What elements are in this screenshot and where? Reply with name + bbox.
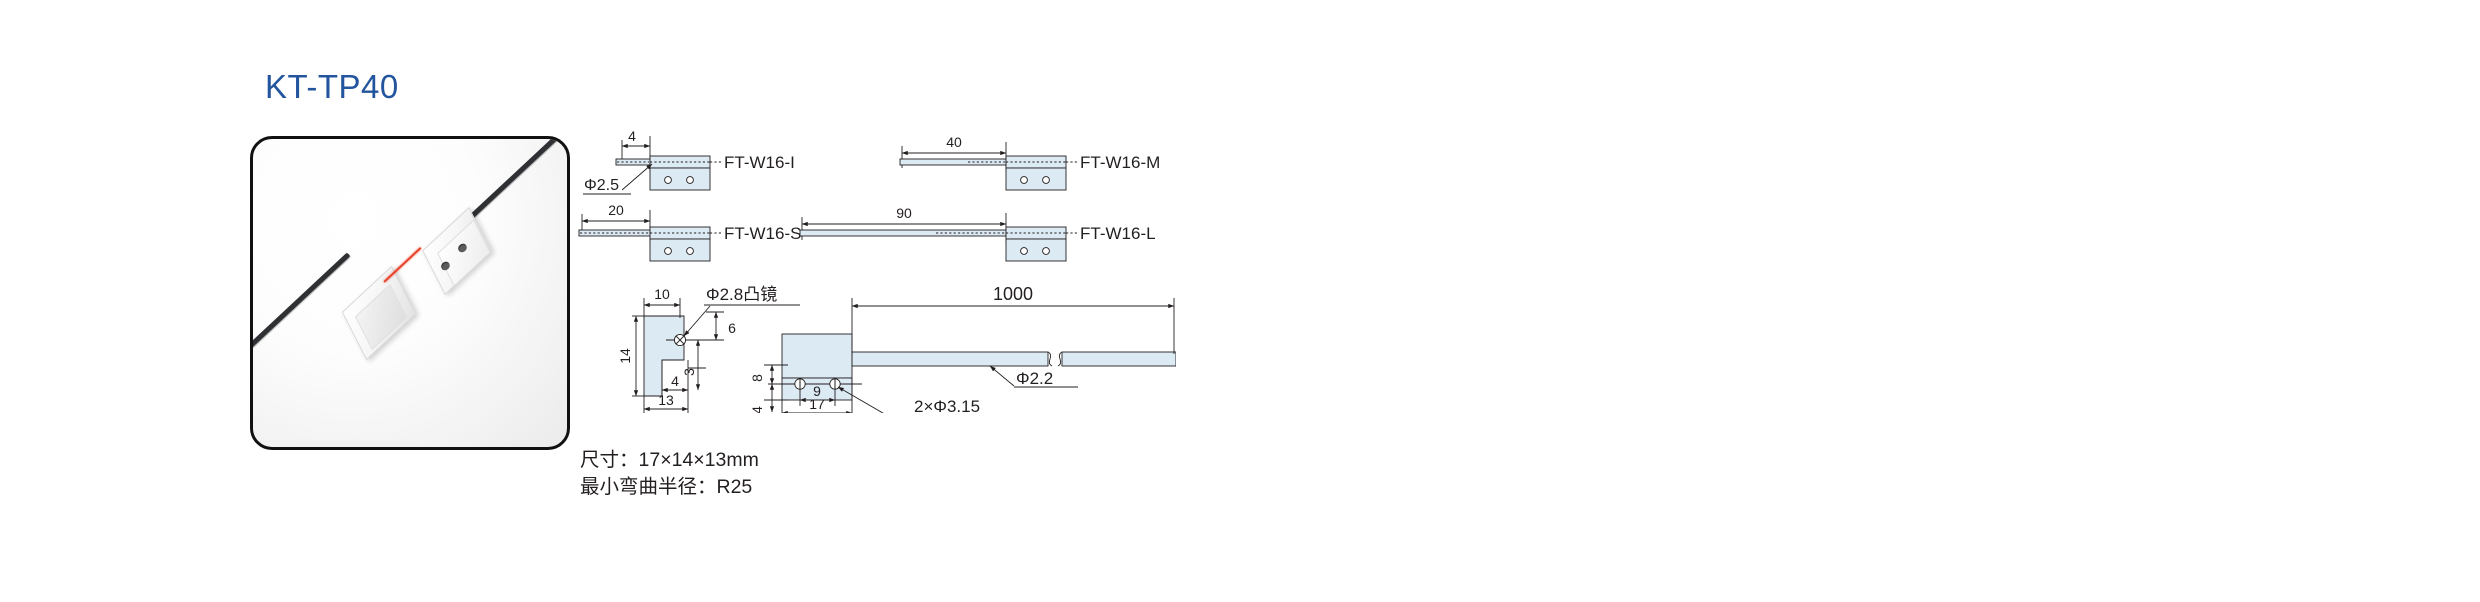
laser-beam: [383, 247, 422, 283]
dim-bracket-base-width: 13: [658, 392, 674, 408]
dim-cable-length: 1000: [993, 284, 1033, 304]
product-photo: [250, 136, 570, 450]
specification-text: 尺寸：17×14×13mm 最小弯曲半径：R25: [580, 447, 759, 501]
dim-head-hole-pitch: 9: [813, 383, 821, 399]
dim-bracket-height: 14: [617, 348, 633, 364]
technical-dimension-drawing: 4 FT-W16-I Φ2.5 40 FT-W16-M: [576, 128, 1176, 413]
fiber-cable-lower-left: [253, 252, 351, 359]
callout-fiber-diameter: Φ2.5: [584, 177, 619, 194]
dim-lens-offset: 3: [681, 368, 697, 376]
dim-head-body-width: 17: [809, 396, 825, 412]
callout-lens: Φ2.8凸镜: [706, 285, 777, 304]
label-ft-w16-s: FT-W16-S: [724, 224, 801, 243]
dim-ft-w16-s: 20: [608, 202, 624, 218]
page-title: KT-TP40: [265, 68, 399, 105]
dim-ft-w16-m: 40: [946, 134, 962, 150]
label-ft-w16-m: FT-W16-M: [1080, 153, 1160, 172]
spec-bend-radius: 最小弯曲半径：R25: [580, 476, 753, 498]
label-ft-w16-i: FT-W16-I: [724, 153, 795, 172]
drawing-svg: 4 FT-W16-I Φ2.5 40 FT-W16-M: [578, 128, 1176, 413]
spec-dimensions: 尺寸：17×14×13mm: [580, 449, 759, 471]
dim-ft-w16-i: 4: [628, 128, 636, 144]
dim-lens-height: 6: [728, 320, 736, 336]
dim-head-hole-bottom: 4: [749, 406, 765, 413]
product-photo-scene: [253, 139, 567, 447]
dim-head-hole-top: 8: [749, 374, 765, 382]
callout-cable-diameter: Φ2.2: [1016, 369, 1053, 388]
callout-mounting-holes: 2×Φ3.15: [914, 397, 980, 413]
dim-bracket-notch: 4: [671, 373, 679, 389]
dim-bracket-top-width: 10: [654, 286, 670, 302]
label-ft-w16-l: FT-W16-L: [1080, 224, 1156, 243]
dim-ft-w16-l: 90: [896, 205, 912, 221]
